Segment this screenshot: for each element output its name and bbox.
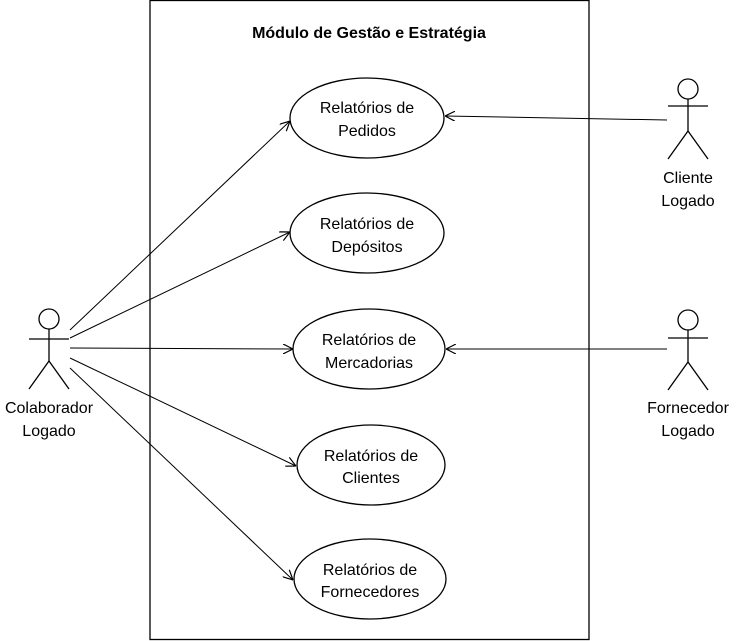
use-case-clientes-label-2: Clientes [342,470,400,487]
use-case-depositos-label-1: Relatórios de [320,216,414,233]
use-case-clientes: Relatórios de Clientes [296,424,446,506]
use-case-clientes-label-1: Relatórios de [324,448,418,465]
actor-cliente-label-1: Cliente [663,170,713,187]
association-colaborador-clientes [69,357,296,466]
actor-colaborador-label-1: Colaborador [5,400,94,417]
actor-fornecedor-label-1: Fornecedor [647,400,729,417]
use-case-fornecedores-label-1: Relatórios de [323,562,417,579]
use-case-mercadorias-label-1: Relatórios de [322,332,416,349]
stick-figure-icon [667,78,709,160]
use-case-mercadorias-label-2: Mercadorias [325,355,413,372]
system-title: Módulo de Gestão e Estratégia [252,25,486,42]
association-cliente-pedidos [445,116,668,120]
actor-cliente: Cliente Logado [661,78,715,210]
use-case-fornecedores: Relatórios de Fornecedores [293,538,447,620]
use-case-mercadorias: Relatórios de Mercadorias [292,308,446,390]
associations [69,116,668,580]
stick-figure-icon [28,308,70,390]
actor-cliente-label-2: Logado [661,193,714,210]
association-colaborador-mercadorias [69,348,293,349]
use-case-pedidos-label-2: Pedidos [338,123,396,140]
stick-figure-icon [667,309,709,391]
use-case-fornecedores-label-2: Fornecedores [321,584,420,601]
use-case-depositos: Relatórios de Depósitos [289,192,445,274]
association-colaborador-depositos [69,232,290,339]
actor-fornecedor: Fornecedor Logado [647,309,730,440]
actor-colaborador: Colaborador Logado [5,308,94,440]
actor-colaborador-label-2: Logado [22,423,75,440]
use-case-pedidos: Relatórios de Pedidos [289,77,445,159]
use-case-pedidos-label-1: Relatórios de [320,100,414,117]
use-case-depositos-label-2: Depósitos [331,239,402,256]
association-colaborador-fornecedores [69,367,293,580]
association-colaborador-pedidos [69,121,290,331]
actor-fornecedor-label-2: Logado [661,423,714,440]
